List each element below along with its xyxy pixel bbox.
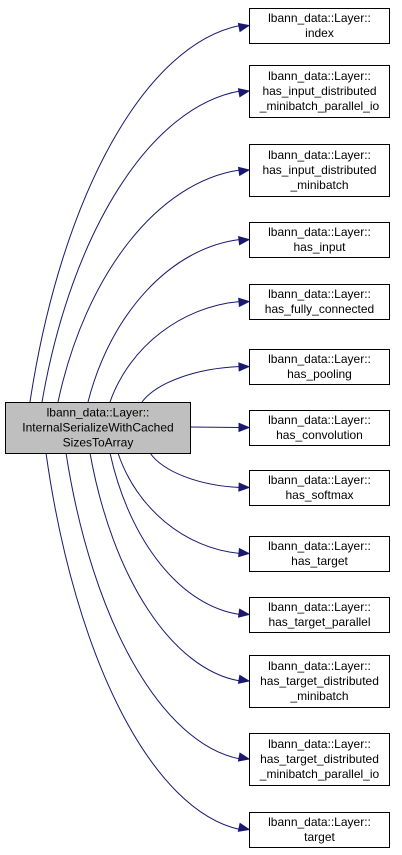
- node-has-convolution[interactable]: lbann_data::Layer::has_convolution: [249, 410, 390, 446]
- arrowhead-has_input_distributed_minibatch_parallel_io: [237, 88, 251, 98]
- node-has-target-distributed-minibatch-parallel-io-label-line: has_target_distributed: [260, 752, 379, 766]
- edge-to-has_input: [87, 239, 241, 403]
- node-has-target-label-line: lbann_data::Layer::: [268, 539, 371, 553]
- edge-to-has_pooling: [141, 366, 241, 403]
- node-source-internal-serialize-label-line: SizesToArray: [63, 436, 134, 450]
- arrowhead-has_convolution: [238, 422, 251, 433]
- node-has-softmax-box: [249, 470, 390, 506]
- node-has-input-distributed-minibatch-parallel-io-box: [249, 65, 390, 118]
- node-target-box: [249, 812, 390, 848]
- node-index-box: [249, 8, 390, 44]
- node-has-input-distributed-minibatch-box: [249, 144, 390, 197]
- node-has-target-distributed-minibatch-parallel-io-label-line: _minibatch_parallel_io: [259, 767, 380, 781]
- node-source-internal-serialize-box: [5, 402, 191, 454]
- node-has-target-distributed-minibatch-parallel-io[interactable]: lbann_data::Layer::has_target_distribute…: [249, 733, 390, 786]
- edge-to-has_input_distributed_minibatch_parallel_io: [41, 90, 241, 403]
- node-has-input-distributed-minibatch[interactable]: lbann_data::Layer::has_input_distributed…: [249, 144, 390, 197]
- node-has-input-distributed-minibatch-parallel-io-label-line: _minibatch_parallel_io: [259, 99, 380, 113]
- node-has-input-distributed-minibatch-label-line: lbann_data::Layer::: [268, 148, 371, 162]
- node-has-target-parallel-label-line: lbann_data::Layer::: [268, 600, 371, 614]
- node-has-target-box: [249, 536, 390, 572]
- node-has-target-distributed-minibatch-label-line: _minibatch: [289, 689, 348, 703]
- edge-to-has_target: [117, 452, 241, 554]
- arrowhead-has_input: [238, 236, 251, 246]
- arrowhead-has_softmax: [238, 482, 251, 492]
- node-has-target-distributed-minibatch-box: [249, 655, 390, 708]
- node-index-label-line: index: [305, 26, 334, 40]
- node-has-target[interactable]: lbann_data::Layer::has_target: [249, 536, 390, 572]
- arrowhead-has_fully_connected: [238, 297, 251, 308]
- edge-to-has_target_distributed_minibatch_parallel_io: [65, 452, 241, 760]
- node-has-input-label-line: lbann_data::Layer::: [268, 225, 371, 239]
- edge-to-index: [29, 25, 241, 403]
- node-has-pooling-box: [249, 349, 390, 385]
- node-has-fully-connected-label-line: has_fully_connected: [265, 302, 374, 316]
- edge-to-target: [45, 452, 241, 830]
- arrowhead-has_target: [238, 547, 251, 558]
- node-target-label-line: target: [304, 830, 335, 844]
- arrowhead-has_target_distributed_minibatch_parallel_io: [237, 752, 251, 762]
- node-has-input-label-line: has_input: [293, 240, 346, 254]
- node-has-target-distributed-minibatch-parallel-io-box: [249, 733, 390, 786]
- node-source-internal-serialize[interactable]: lbann_data::Layer::InternalSerializeWith…: [5, 402, 191, 454]
- node-has-input-distributed-minibatch-parallel-io[interactable]: lbann_data::Layer::has_input_distributed…: [249, 65, 390, 118]
- node-has-input[interactable]: lbann_data::Layer::has_input: [249, 222, 390, 258]
- node-has-target-distributed-minibatch[interactable]: lbann_data::Layer::has_target_distribute…: [249, 655, 390, 708]
- node-has-input-box: [249, 222, 390, 258]
- node-target[interactable]: lbann_data::Layer::target: [249, 812, 390, 848]
- node-has-convolution-label-line: has_convolution: [276, 428, 363, 442]
- node-index-label-line: lbann_data::Layer::: [268, 11, 371, 25]
- node-target-label-line: lbann_data::Layer::: [268, 815, 371, 829]
- node-has-softmax-label-line: has_softmax: [285, 488, 353, 502]
- node-has-target-parallel[interactable]: lbann_data::Layer::has_target_parallel: [249, 597, 390, 633]
- arrowhead-has_target_parallel: [237, 608, 251, 618]
- arrowhead-has_input_distributed_minibatch: [237, 166, 251, 177]
- node-has-target-distributed-minibatch-label-line: has_target_distributed: [260, 674, 379, 688]
- node-has-pooling[interactable]: lbann_data::Layer::has_pooling: [249, 349, 390, 385]
- arrowhead-has_pooling: [238, 362, 251, 372]
- node-has-convolution-box: [249, 410, 390, 446]
- node-has-target-distributed-minibatch-label-line: lbann_data::Layer::: [268, 659, 371, 673]
- arrowhead-has_target_distributed_minibatch: [237, 674, 251, 684]
- edge-to-has_fully_connected: [109, 301, 241, 403]
- edge-to-has_target_distributed_minibatch: [89, 452, 241, 682]
- node-has-softmax[interactable]: lbann_data::Layer::has_softmax: [249, 470, 390, 506]
- node-has-input-distributed-minibatch-label-line: _minibatch: [289, 178, 348, 192]
- node-has-fully-connected[interactable]: lbann_data::Layer::has_fully_connected: [249, 284, 390, 320]
- node-has-target-label-line: has_target: [291, 554, 348, 568]
- node-has-target-distributed-minibatch-parallel-io-label-line: lbann_data::Layer::: [268, 737, 371, 751]
- node-has-convolution-label-line: lbann_data::Layer::: [268, 413, 371, 427]
- node-has-input-distributed-minibatch-label-line: has_input_distributed: [262, 163, 376, 177]
- node-has-target-parallel-box: [249, 597, 390, 633]
- node-has-input-distributed-minibatch-parallel-io-label-line: has_input_distributed: [262, 84, 376, 98]
- edge-to-has_input_distributed_minibatch: [57, 169, 241, 403]
- arrowhead-target: [237, 822, 251, 832]
- node-has-fully-connected-box: [249, 284, 390, 320]
- node-has-fully-connected-label-line: lbann_data::Layer::: [268, 287, 371, 301]
- node-has-softmax-label-line: lbann_data::Layer::: [268, 473, 371, 487]
- edge-to-has_convolution: [189, 426, 241, 428]
- edge-to-has_target_parallel: [109, 452, 241, 615]
- node-has-target-parallel-label-line: has_target_parallel: [268, 615, 370, 629]
- node-has-input-distributed-minibatch-parallel-io-label-line: lbann_data::Layer::: [268, 69, 371, 83]
- node-index[interactable]: lbann_data::Layer::index: [249, 8, 390, 44]
- node-source-internal-serialize-label-line: InternalSerializeWithCached: [22, 421, 173, 435]
- edge-to-has_softmax: [149, 452, 241, 488]
- arrowhead-index: [237, 22, 251, 33]
- node-has-pooling-label-line: has_pooling: [287, 367, 352, 381]
- node-source-internal-serialize-label-line: lbann_data::Layer::: [47, 406, 150, 420]
- node-has-pooling-label-line: lbann_data::Layer::: [268, 352, 371, 366]
